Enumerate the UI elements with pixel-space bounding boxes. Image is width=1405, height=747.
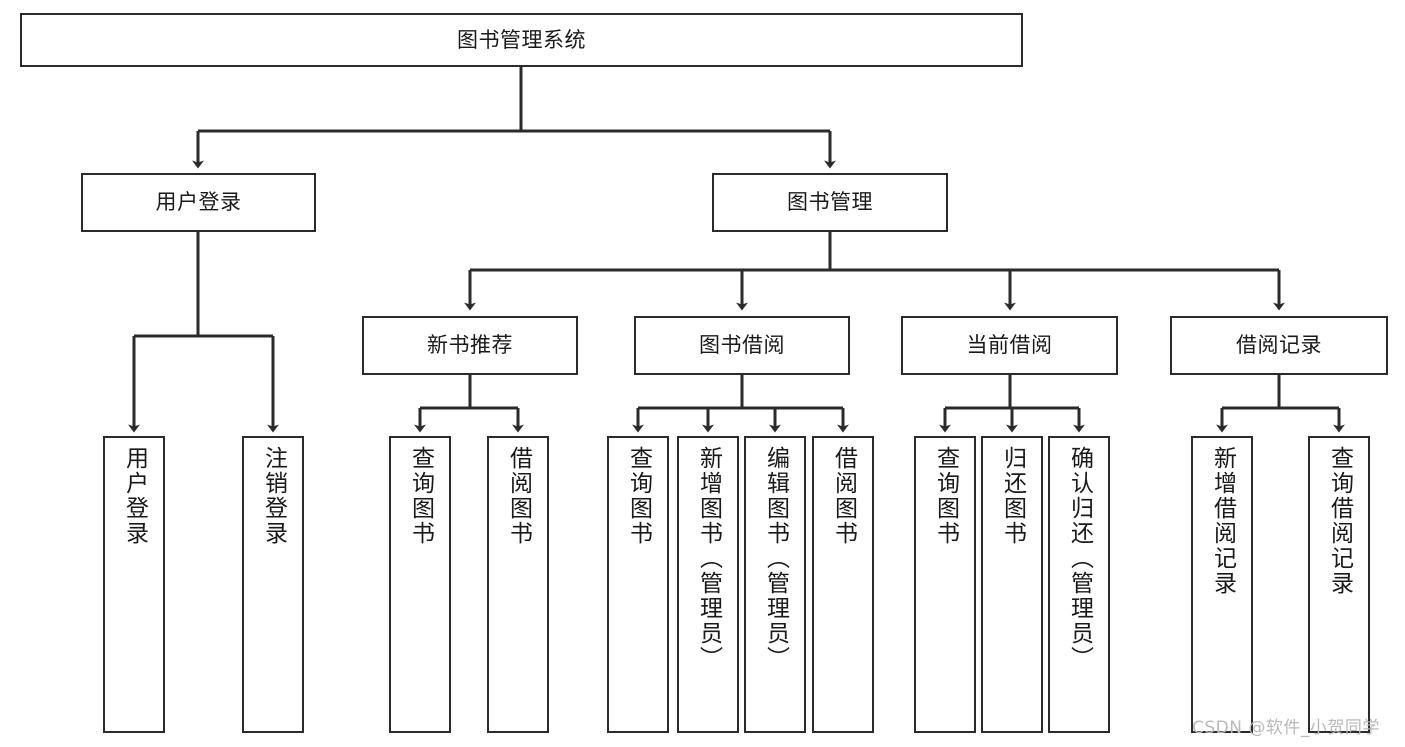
node-label: 用户登录	[155, 190, 242, 215]
node-borrow-record[interactable]: 借阅记录	[1170, 316, 1388, 375]
node-book-management[interactable]: 图书管理	[712, 173, 948, 232]
leaf-book-borrow-add-admin[interactable]: 新增图书（管理员）	[677, 436, 739, 733]
node-label: 新增借阅记录	[1209, 446, 1236, 596]
leaf-new-book-borrow[interactable]: 借阅图书	[487, 436, 549, 733]
node-label: 注销登录	[260, 446, 287, 546]
csdn-watermark: CSDN @软件_小贺同学	[1192, 718, 1380, 738]
node-label: 借阅图书	[830, 446, 857, 546]
leaf-user-login-signin[interactable]: 用户登录	[103, 436, 165, 733]
node-label: 查询图书	[407, 446, 434, 546]
leaf-current-borrow-confirm-admin[interactable]: 确认归还（管理员）	[1048, 436, 1110, 733]
leaf-book-borrow-lend[interactable]: 借阅图书	[812, 436, 874, 733]
node-label: 归还图书	[999, 446, 1026, 546]
node-label: 查询借阅记录	[1326, 446, 1353, 596]
node-label: 查询图书	[932, 446, 959, 546]
node-label: 图书管理系统	[457, 27, 586, 52]
node-label: 用户登录	[121, 446, 148, 546]
leaf-borrow-record-query[interactable]: 查询借阅记录	[1308, 436, 1370, 733]
leaf-user-login-signout[interactable]: 注销登录	[242, 436, 304, 733]
node-label: 编辑图书（管理员）	[762, 446, 789, 671]
node-user-login[interactable]: 用户登录	[81, 173, 316, 232]
node-label: 新增图书（管理员）	[695, 446, 722, 671]
node-label: 图书借阅	[699, 333, 785, 358]
node-label: 查询图书	[625, 446, 652, 546]
node-book-borrow[interactable]: 图书借阅	[634, 316, 850, 375]
leaf-current-borrow-return[interactable]: 归还图书	[981, 436, 1043, 733]
leaf-book-borrow-query[interactable]: 查询图书	[607, 436, 669, 733]
leaf-new-book-query[interactable]: 查询图书	[389, 436, 451, 733]
node-label: 确认归还（管理员）	[1066, 446, 1093, 671]
node-current-borrow[interactable]: 当前借阅	[901, 316, 1118, 375]
node-label: 借阅图书	[505, 446, 532, 546]
node-new-book-recommend[interactable]: 新书推荐	[362, 316, 578, 375]
node-label: 当前借阅	[966, 333, 1053, 358]
node-label: 借阅记录	[1236, 333, 1322, 358]
node-root-system[interactable]: 图书管理系统	[20, 13, 1023, 67]
node-label: 新书推荐	[427, 333, 513, 358]
leaf-book-borrow-edit-admin[interactable]: 编辑图书（管理员）	[744, 436, 806, 733]
leaf-borrow-record-add[interactable]: 新增借阅记录	[1191, 436, 1253, 733]
leaf-current-borrow-query[interactable]: 查询图书	[914, 436, 976, 733]
node-label: 图书管理	[787, 190, 873, 215]
